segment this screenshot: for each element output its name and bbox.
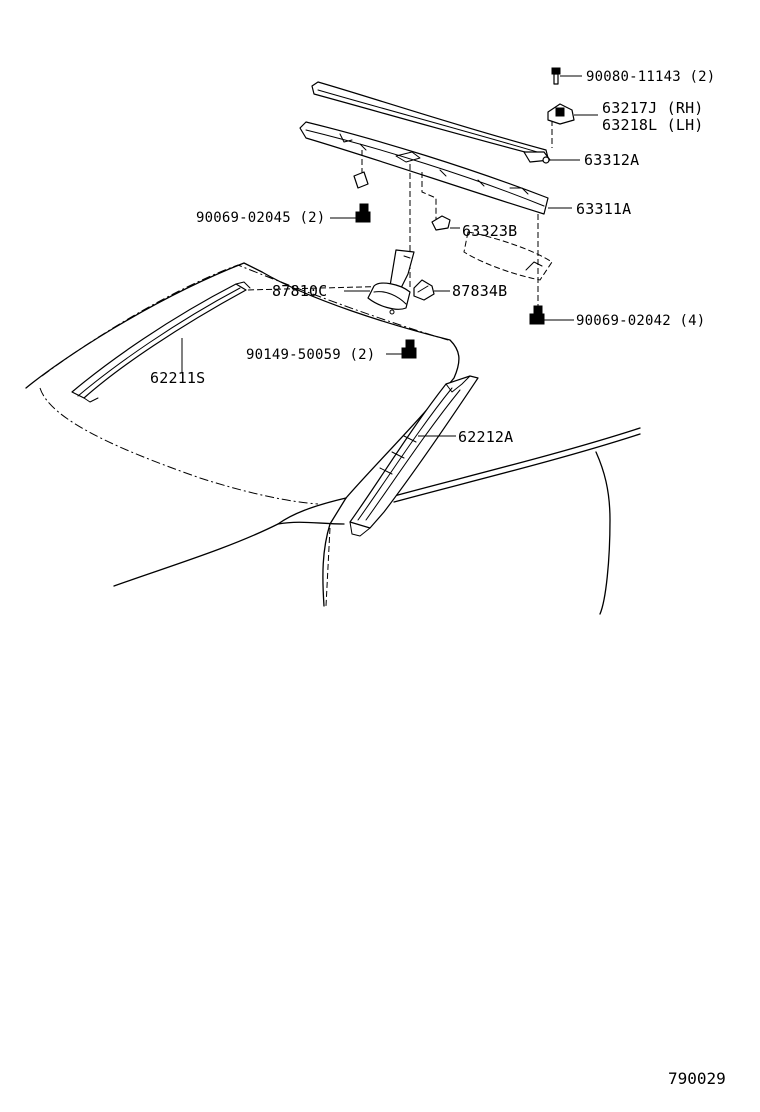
clip-63217J-63218L	[547, 103, 598, 125]
screw-90069-02045	[330, 171, 371, 223]
cover-87834B	[413, 279, 450, 301]
pillar-garnish-62212A	[349, 375, 479, 537]
label-63217J: 63217J (RH)	[602, 99, 704, 117]
mirror-87810C	[344, 249, 415, 315]
label-62211S: 62211S	[150, 369, 205, 387]
label-62212A: 62212A	[458, 428, 513, 446]
label-90069-02045: 90069-02045 (2)	[196, 210, 325, 226]
pad-63323B	[431, 215, 460, 231]
label-63311A: 63311A	[576, 200, 631, 218]
label-63323B: 63323B	[462, 222, 517, 240]
label-87834B: 87834B	[452, 282, 507, 300]
roof-panel-63312A	[311, 81, 580, 164]
label-63218L: 63218L (LH)	[602, 116, 704, 134]
screw-90149-50059	[386, 339, 417, 359]
vehicle-body-outline	[25, 262, 641, 615]
header-63311A	[245, 120, 572, 306]
sun-visor-outline	[463, 231, 553, 281]
label-90149-50059: 90149-50059 (2)	[246, 347, 375, 363]
bolt-90080-11143	[551, 67, 582, 85]
diagram-reference-code: 790029	[668, 1069, 726, 1088]
screw-90069-02042	[529, 305, 574, 325]
label-63312A: 63312A	[584, 151, 639, 169]
label-87810C: 87810C	[272, 282, 327, 300]
windshield-molding-62211S	[71, 281, 251, 403]
label-90080-11143: 90080-11143 (2)	[586, 69, 715, 85]
label-90069-02042: 90069-02042 (4)	[576, 313, 705, 329]
